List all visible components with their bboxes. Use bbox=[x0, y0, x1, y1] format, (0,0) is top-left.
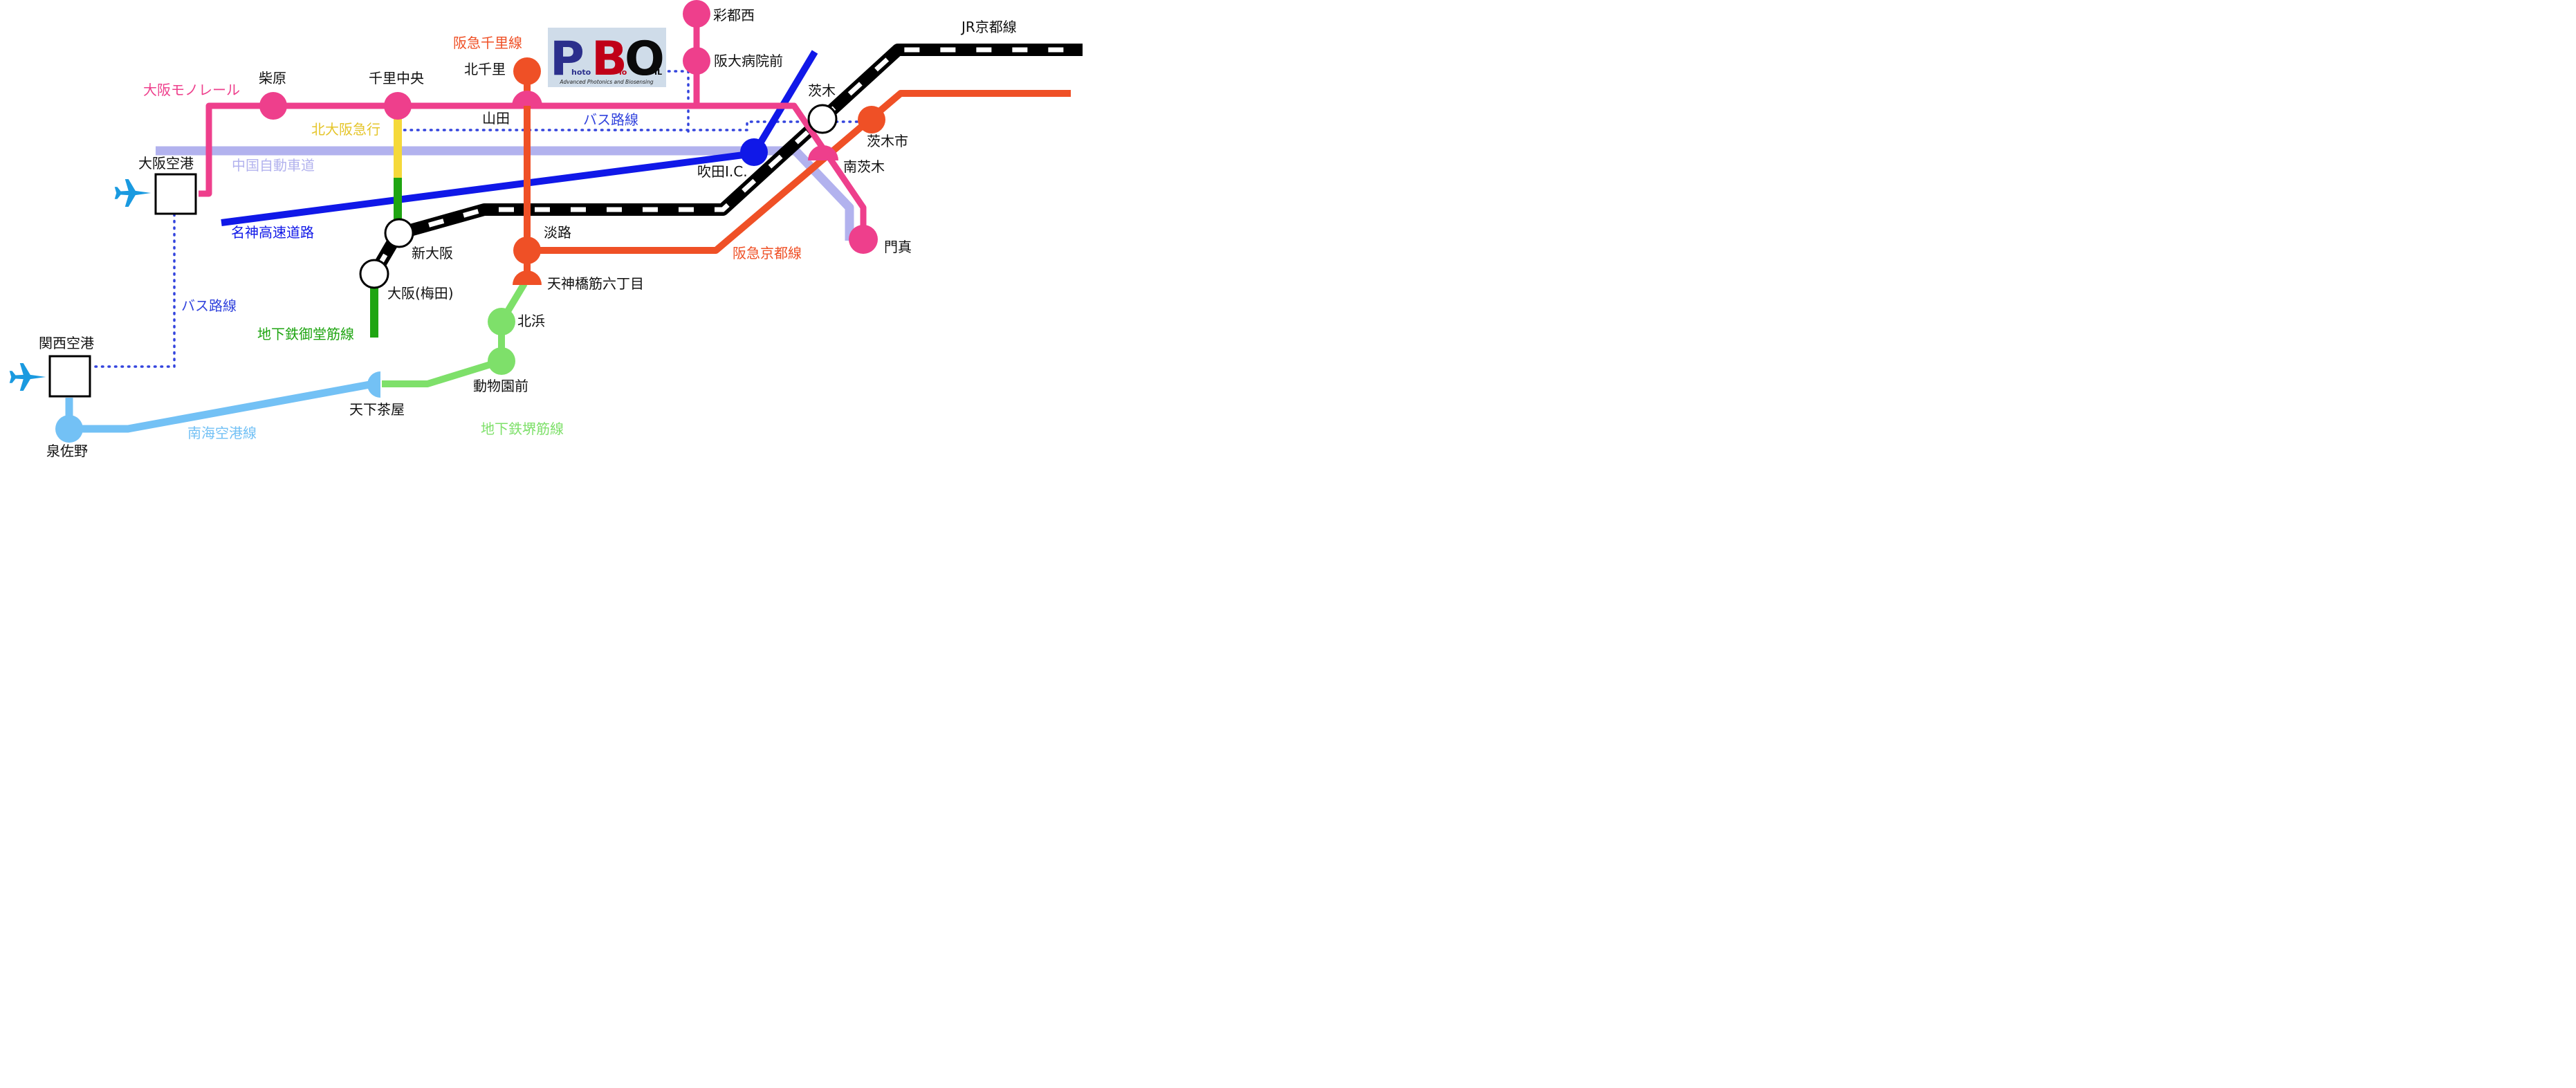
station-marker-umeda[interactable] bbox=[359, 259, 389, 289]
kansai-airport-box[interactable] bbox=[48, 355, 91, 398]
nankai-airport-line bbox=[65, 380, 374, 433]
station-label-awaji: 淡路 bbox=[544, 224, 571, 241]
logo-small-hoto: hoto bbox=[571, 68, 591, 77]
station-marker-awaji[interactable] bbox=[513, 237, 541, 264]
line-label-hankyu-senri: 阪急千里線 bbox=[453, 35, 522, 51]
station-marker-izumisano[interactable] bbox=[55, 415, 83, 443]
station-marker-shibahara[interactable] bbox=[259, 92, 287, 120]
station-markers bbox=[55, 0, 885, 443]
station-label-senrichuo: 千里中央 bbox=[369, 70, 424, 86]
logo-tagline: Advanced Photonics and Biosensing bbox=[559, 79, 654, 85]
line-label-jr-kyoto: JR京都線 bbox=[960, 19, 1017, 35]
station-label-osaka-airport: 大阪空港 bbox=[138, 155, 194, 172]
station-marker-minamiibaraki[interactable] bbox=[808, 145, 838, 160]
station-label-shinosaka: 新大阪 bbox=[412, 245, 453, 261]
line-label-hankyu-kyoto: 阪急京都線 bbox=[733, 245, 802, 261]
monorail-line bbox=[199, 102, 867, 235]
station-marker-dobutsuenmae[interactable] bbox=[488, 347, 515, 375]
line-label-nankai: 南海空港線 bbox=[187, 425, 257, 441]
station-marker-ibaraki[interactable] bbox=[807, 104, 838, 134]
station-label-shibahara: 柴原 bbox=[259, 70, 286, 86]
line-label-kitaosaka: 北大阪急行 bbox=[311, 121, 380, 138]
logo-letter-b: B bbox=[591, 32, 627, 86]
logo-small-io: io bbox=[619, 68, 627, 77]
hankyu-kyoto-line bbox=[527, 90, 1071, 254]
line-label-sakaisuji: 地下鉄堺筋線 bbox=[481, 421, 564, 437]
bus-route-airports bbox=[90, 213, 176, 368]
station-label-yamada: 山田 bbox=[482, 110, 510, 127]
station-label-suita-ic: 吹田I.C. bbox=[697, 163, 748, 180]
station-label-ibaraki: 茨木 bbox=[808, 82, 836, 99]
line-label-midosuji: 地下鉄御堂筋線 bbox=[257, 326, 354, 342]
station-marker-kitasenri[interactable] bbox=[513, 57, 541, 85]
station-label-umeda: 大阪(梅田) bbox=[387, 285, 454, 302]
station-label-kadoma: 門真 bbox=[884, 239, 912, 255]
line-label-chugoku: 中国自動車道 bbox=[232, 157, 315, 174]
station-label-kansai-airport: 関西空港 bbox=[39, 335, 94, 351]
logo-letter-o: O bbox=[625, 32, 665, 86]
logo-letter-p: P bbox=[550, 32, 585, 86]
line-label-bus-left: バス路線 bbox=[181, 297, 237, 314]
station-marker-suita-ic[interactable] bbox=[740, 138, 768, 166]
station-label-ibarakishi: 茨木市 bbox=[867, 133, 908, 149]
station-marker-handai[interactable] bbox=[683, 47, 710, 75]
route-map: P B O hoto io IL Advanced Photonics and … bbox=[9, 0, 1083, 458]
station-marker-ibarakishi[interactable] bbox=[858, 106, 885, 133]
station-label-kitasenri: 北千里 bbox=[464, 61, 506, 77]
station-marker-shinosaka[interactable] bbox=[384, 218, 414, 248]
station-label-minamiibaraki: 南茨木 bbox=[843, 158, 885, 175]
station-marker-tenjinbashi[interactable] bbox=[513, 270, 542, 285]
station-label-dobutsuenmae: 動物園前 bbox=[473, 378, 528, 394]
osaka-airport-box[interactable] bbox=[154, 173, 197, 215]
station-label-tenjinbashi: 天神橋筋六丁目 bbox=[547, 275, 644, 292]
pbo-logo: P B O hoto io IL Advanced Photonics and … bbox=[548, 28, 666, 87]
station-label-izumisano: 泉佐野 bbox=[46, 443, 88, 458]
chugoku-expressway-line bbox=[156, 146, 854, 241]
station-marker-kitahama[interactable] bbox=[488, 308, 515, 335]
station-marker-kadoma[interactable] bbox=[849, 225, 878, 254]
station-label-tengachaya: 天下茶屋 bbox=[349, 401, 405, 418]
station-label-handai: 阪大病院前 bbox=[714, 53, 783, 69]
line-label-monorail: 大阪モノレール bbox=[143, 82, 240, 98]
station-label-saitonishi: 彩都西 bbox=[713, 7, 755, 24]
line-label-meishin: 名神高速道路 bbox=[231, 224, 314, 241]
station-label-kitahama: 北浜 bbox=[517, 313, 545, 329]
station-marker-yamada[interactable] bbox=[512, 91, 542, 106]
logo-small-il: IL bbox=[654, 68, 662, 77]
airplane-icon bbox=[9, 363, 46, 391]
station-marker-senrichuo[interactable] bbox=[384, 92, 412, 120]
station-marker-tengachaya[interactable] bbox=[367, 371, 380, 398]
logo-background bbox=[548, 28, 666, 87]
station-marker-saitonishi[interactable] bbox=[683, 0, 710, 28]
airplane-icon bbox=[114, 179, 151, 207]
line-label-bus-top: バス路線 bbox=[583, 111, 638, 128]
